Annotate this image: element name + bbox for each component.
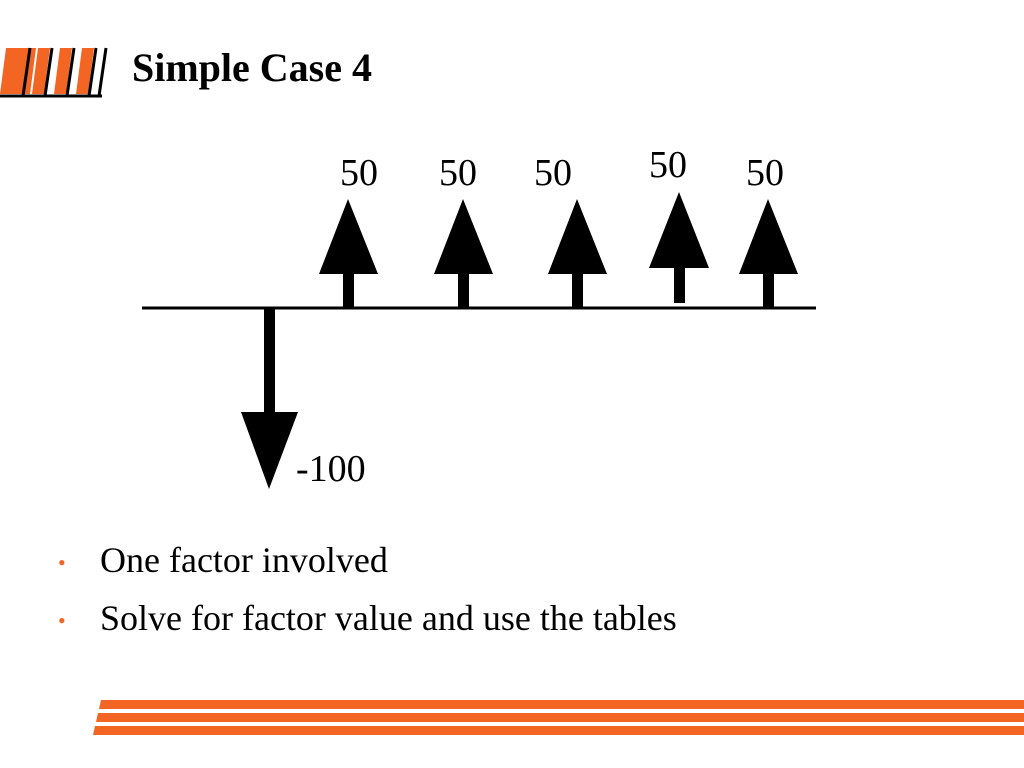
logo-icon — [0, 47, 108, 98]
inflow-arrow-2 — [434, 199, 493, 308]
outflow-arrow — [241, 308, 298, 489]
bullet-icon: • — [58, 608, 66, 633]
inflow-arrow-1 — [319, 199, 378, 308]
outflow-label: -100 — [296, 448, 366, 490]
inflow-label-4: 50 — [649, 144, 687, 186]
bullet-text: Solve for factor value and use the table… — [100, 598, 677, 638]
list-item: • Solve for factor value and use the tab… — [56, 592, 677, 650]
bullet-icon: • — [58, 550, 66, 575]
inflow-label-3: 50 — [534, 152, 572, 194]
inflow-arrow-3 — [548, 199, 607, 308]
inflow-arrow-4 — [649, 192, 709, 303]
inflow-label-1: 50 — [340, 152, 378, 194]
slide-title: Simple Case 4 — [132, 45, 372, 90]
inflow-arrow-5 — [739, 199, 798, 308]
inflow-label-5: 50 — [746, 152, 784, 194]
bullet-list: • One factor involved • Solve for factor… — [56, 534, 677, 650]
inflow-label-2: 50 — [439, 152, 477, 194]
list-item: • One factor involved — [56, 534, 677, 592]
bullet-text: One factor involved — [100, 540, 388, 580]
